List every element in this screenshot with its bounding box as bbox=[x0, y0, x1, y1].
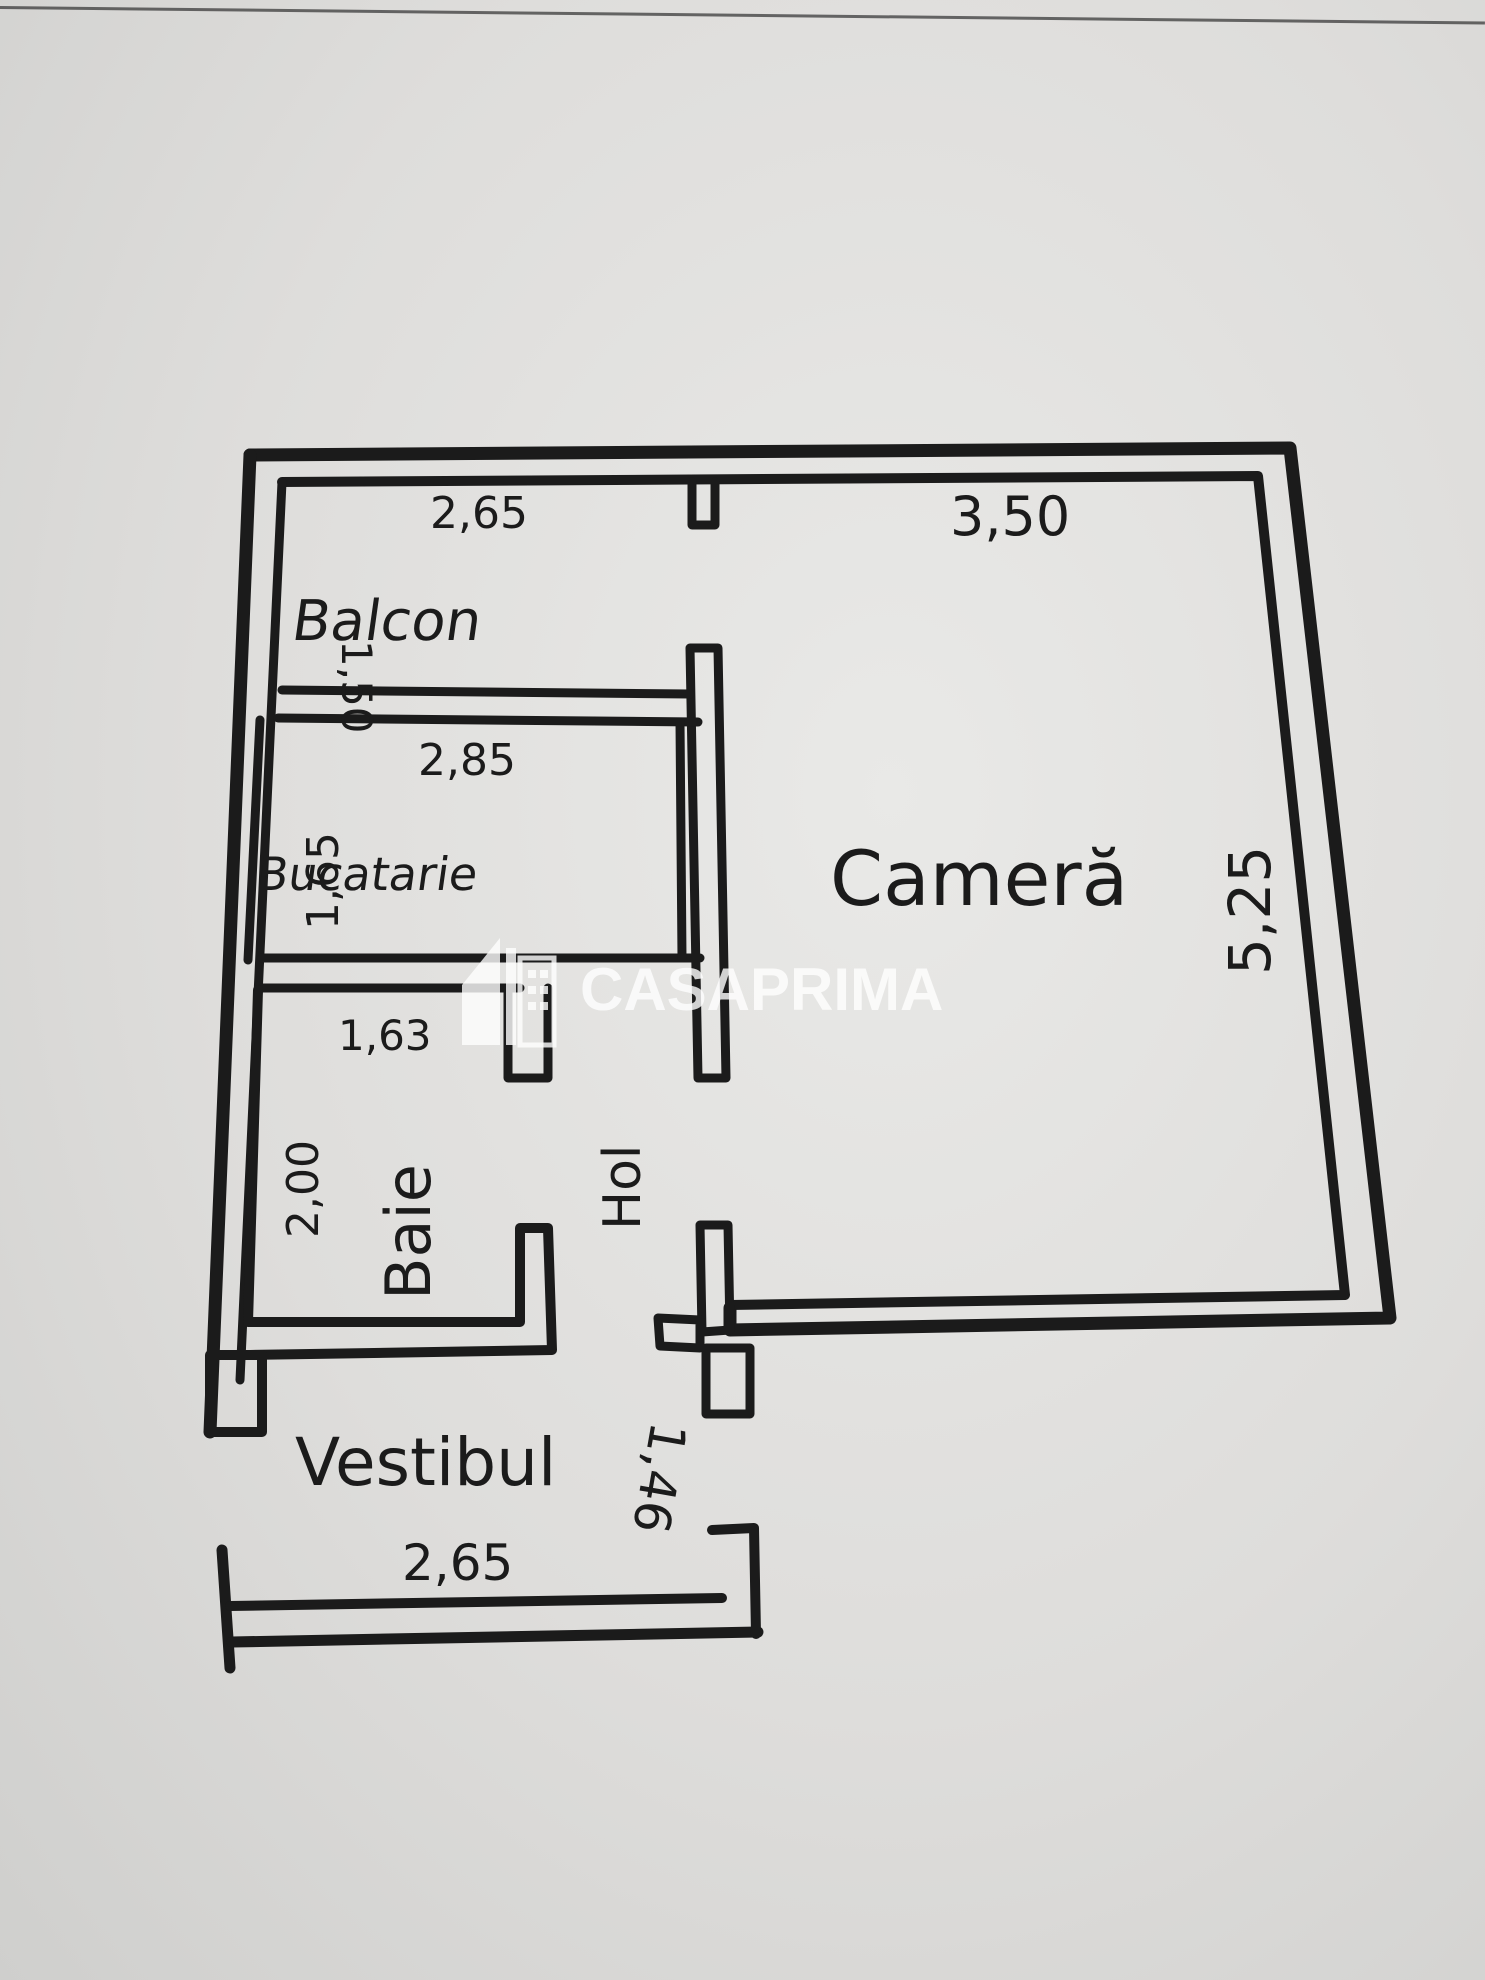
room-label-bucatarie: Bucatarie bbox=[253, 847, 481, 901]
room-label-balcon: Balcon bbox=[288, 589, 486, 654]
dimension-camera-width: 3,50 bbox=[950, 485, 1070, 548]
dimension-bucatarie-width: 2,85 bbox=[418, 735, 516, 786]
dimension-baie-length: 2,00 bbox=[278, 1140, 329, 1238]
dimension-camera-length: 5,25 bbox=[1216, 846, 1284, 975]
entrance-posts bbox=[205, 1220, 755, 1437]
dimension-balcon-length: 1,50 bbox=[332, 640, 381, 734]
dimension-vestibul-length: 1,46 bbox=[621, 1418, 697, 1538]
dimension-balcon-width: 2,65 bbox=[430, 488, 528, 539]
dimension-bucatarie-length: 1,65 bbox=[298, 832, 349, 930]
dimension-baie-width: 1,63 bbox=[338, 1011, 432, 1060]
room-label-baie: Baie bbox=[372, 1164, 445, 1300]
casaprima-watermark: CASAPRIMA bbox=[462, 938, 943, 1048]
dimension-vestibul-width: 2,65 bbox=[402, 1534, 513, 1592]
vestibul-wall bbox=[216, 1523, 764, 1674]
room-label-camera: Cameră bbox=[830, 834, 1128, 923]
watermark-brand-text: CASAPRIMA bbox=[580, 956, 943, 1023]
room-label-vestibul: Vestibul bbox=[295, 1424, 556, 1501]
room-label-hol: Hol bbox=[593, 1145, 653, 1230]
partition-wall-right bbox=[685, 477, 731, 1083]
house-logo-icon bbox=[462, 938, 557, 1048]
balcon-kitchen-wall bbox=[273, 685, 703, 727]
